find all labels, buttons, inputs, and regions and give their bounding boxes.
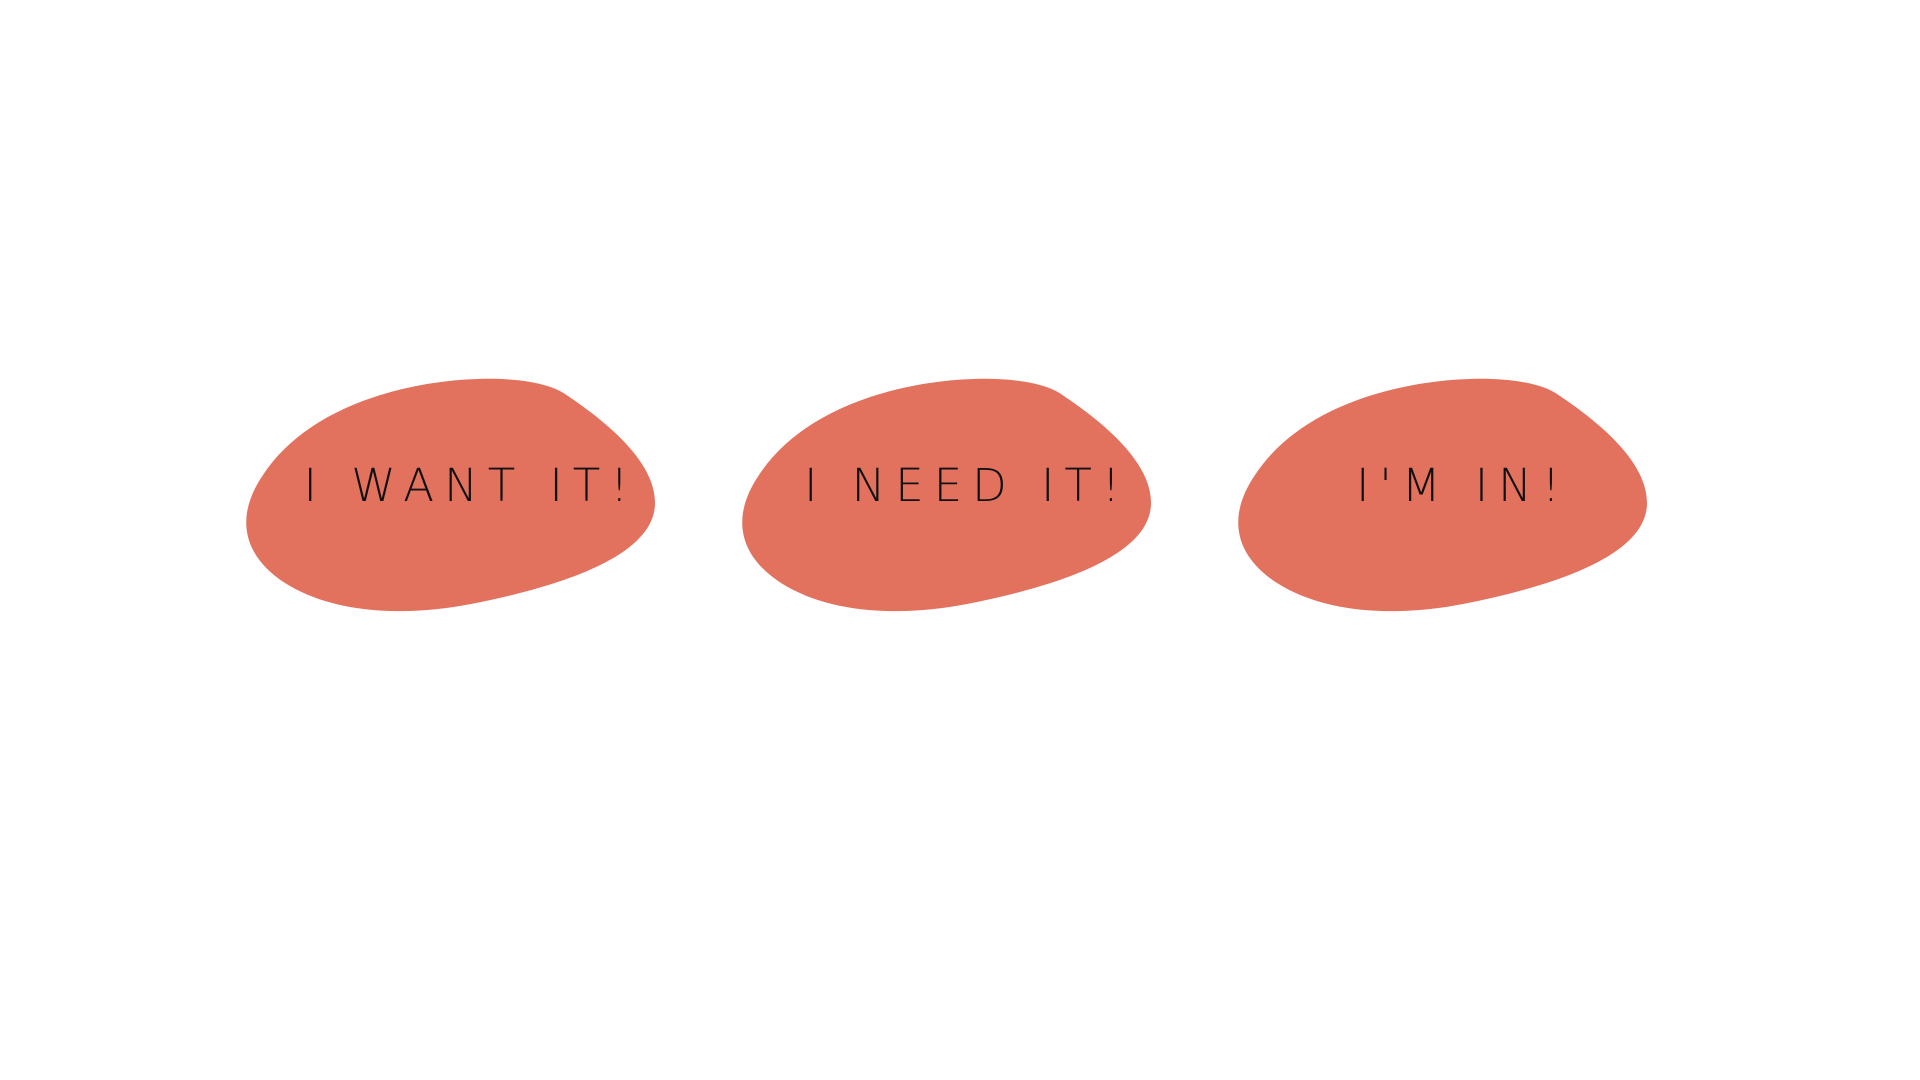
button-label: I WANT IT!: [303, 458, 639, 512]
blob-shape: [246, 378, 655, 612]
blob-shape: [1238, 378, 1647, 612]
i-want-it-button[interactable]: I WANT IT!: [245, 377, 661, 625]
im-in-button[interactable]: I'M IN!: [1237, 377, 1653, 625]
i-need-it-button[interactable]: I NEED IT!: [741, 377, 1157, 625]
button-label: I NEED IT!: [804, 458, 1130, 512]
blob-shape: [742, 378, 1151, 612]
button-label: I'M IN!: [1356, 458, 1570, 512]
